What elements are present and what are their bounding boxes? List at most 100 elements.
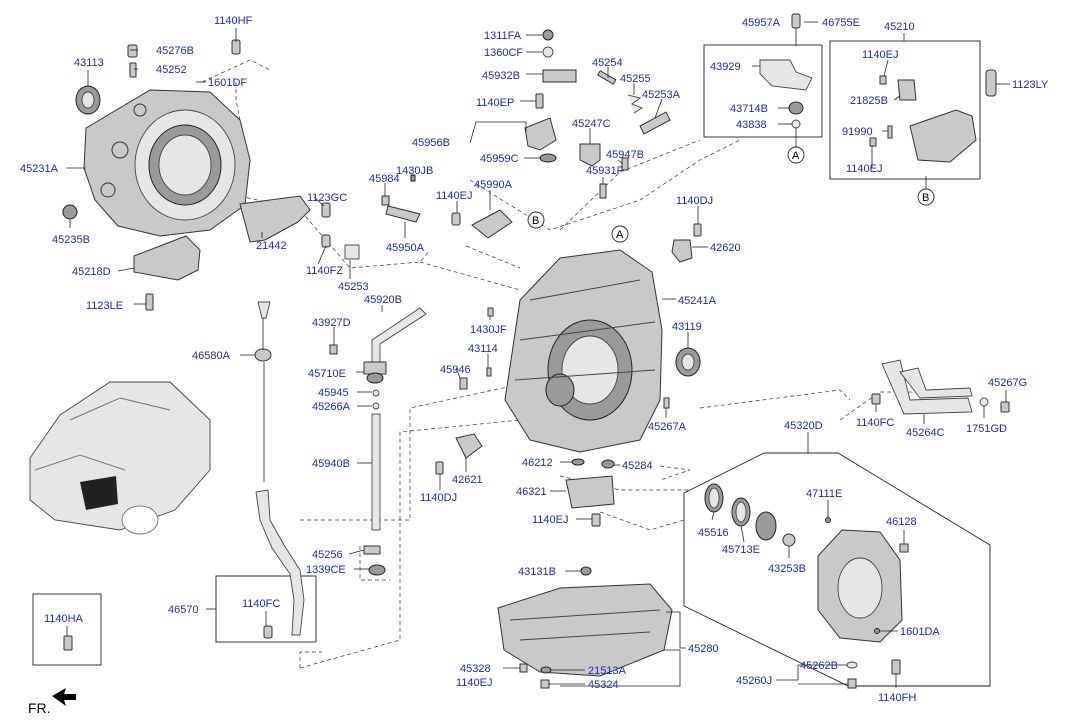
label-45940b: 45940B [312, 458, 350, 470]
label-1140fc-b: 1140FC [856, 417, 894, 429]
label-45713e: 45713E [722, 544, 760, 556]
ring-45713e-inner [735, 501, 747, 523]
bracket-43929 [759, 59, 813, 91]
piston-45320 [755, 511, 777, 541]
ring-45945 [372, 389, 380, 397]
label-45252: 45252 [156, 64, 187, 76]
label-45284: 45284 [622, 460, 653, 472]
oil-seal-43113-inner [81, 91, 95, 109]
bolt-1140fz [321, 234, 331, 248]
pin-45931f [599, 183, 607, 199]
label-45959c: 45959C [480, 153, 519, 165]
front-direction-indicator: FR. [28, 688, 76, 716]
pipe-45264c [881, 359, 973, 415]
plug-45710e [366, 372, 384, 384]
label-1601da: 1601DA [900, 626, 940, 638]
converter-housing-45231a [83, 89, 251, 237]
label-46570: 46570 [168, 604, 199, 616]
clip-45253 [344, 244, 360, 260]
ring-45516-inner [708, 487, 720, 509]
pin-45984 [381, 195, 390, 206]
label-1123le: 1123LE [86, 300, 123, 312]
label-45956b: 45956B [412, 137, 450, 149]
label-45957a: 45957A [742, 17, 781, 29]
tube-45920b [371, 307, 427, 365]
svg-text:A: A [792, 150, 800, 162]
label-46321: 46321 [516, 486, 547, 498]
label-45231a: 45231A [20, 163, 59, 175]
shaft-45940b [371, 413, 381, 531]
label-45984: 45984 [369, 173, 400, 185]
seal-91990 [887, 125, 893, 139]
label-46212: 46212 [522, 457, 553, 469]
bolt-46128 [899, 543, 909, 553]
washer-1360cf [542, 46, 554, 58]
label-45931f: 45931F [586, 165, 624, 177]
seal-45284 [601, 459, 615, 469]
label-1140ej-b: 1140EJ [862, 49, 899, 61]
bolt-45946 [459, 377, 468, 390]
label-45253a: 45253A [642, 89, 681, 101]
label-1140fh: 1140FH [878, 692, 916, 704]
label-45280: 45280 [688, 643, 719, 655]
svg-text:B: B [532, 215, 539, 227]
label-1360cf: 1360CF [484, 47, 523, 59]
label-45267g: 45267G [988, 377, 1027, 389]
bolt-43927d [329, 344, 338, 355]
rod-45950a [385, 205, 421, 223]
bolt-1123ly [985, 69, 997, 97]
sensor-45210 [909, 109, 977, 163]
label-45247c: 45247C [572, 118, 611, 130]
detent-45990a [471, 209, 513, 239]
label-43714b: 43714B [730, 103, 768, 115]
bolt-1123gc [321, 202, 331, 218]
dashed-guides [199, 59, 940, 669]
label-1140dj-b: 1140DJ [420, 492, 457, 504]
pin-1430jf [487, 307, 494, 317]
grommet-1339ce [368, 564, 386, 576]
label-45932b: 45932B [482, 70, 520, 82]
bolt-1140ej-c [869, 137, 877, 147]
ref-circle-b-mid: B [527, 211, 545, 229]
bolt-1123le [145, 293, 154, 311]
spring-45255 [627, 94, 643, 114]
bolt-1140dj-a [693, 223, 702, 237]
label-43113: 43113 [74, 57, 104, 69]
label-1140fc: 1140FC [242, 598, 280, 610]
label-1140ej-e: 1140EJ [456, 677, 493, 689]
washer-43838 [791, 119, 801, 129]
side-cover-center [837, 557, 883, 619]
bolt-1140ep [535, 93, 544, 109]
transmission-case-45241a [504, 249, 663, 453]
pipe-45264c-b [899, 367, 973, 399]
label-43929: 43929 [710, 61, 741, 73]
label-45945: 45945 [318, 387, 349, 399]
lever-45956b [524, 117, 557, 151]
svg-text:B: B [922, 192, 929, 204]
label-45947b: 45947B [606, 149, 644, 161]
label-45324: 45324 [588, 679, 619, 691]
label-45256: 45256 [312, 549, 343, 561]
bolt-1140hf [231, 39, 241, 55]
label-1311fa: 1311FA [484, 30, 522, 42]
front-label: FR. [28, 700, 51, 716]
sensor-42620 [671, 239, 693, 263]
label-42621: 42621 [452, 474, 483, 486]
part-labels: 1140HF 45276B 43113 45252 1601DF 45231A … [20, 15, 1049, 704]
ref-circle-b-top: B [917, 188, 935, 206]
dipstick-46580a [254, 301, 272, 482]
plug-45235b [62, 204, 78, 220]
label-45241a: 45241A [678, 295, 717, 307]
seal-43253b [782, 533, 796, 547]
washer-1751gd [979, 397, 989, 407]
bolt-45328 [519, 663, 528, 673]
seal-45959c [539, 153, 557, 163]
pin-43114 [486, 367, 492, 377]
ring-45266a [372, 402, 380, 410]
inset-box-45210 [829, 40, 981, 180]
label-46580a: 46580A [192, 350, 231, 362]
bracket-45932b [542, 69, 577, 83]
label-45254: 45254 [592, 57, 623, 69]
lever-45253a [639, 111, 671, 135]
